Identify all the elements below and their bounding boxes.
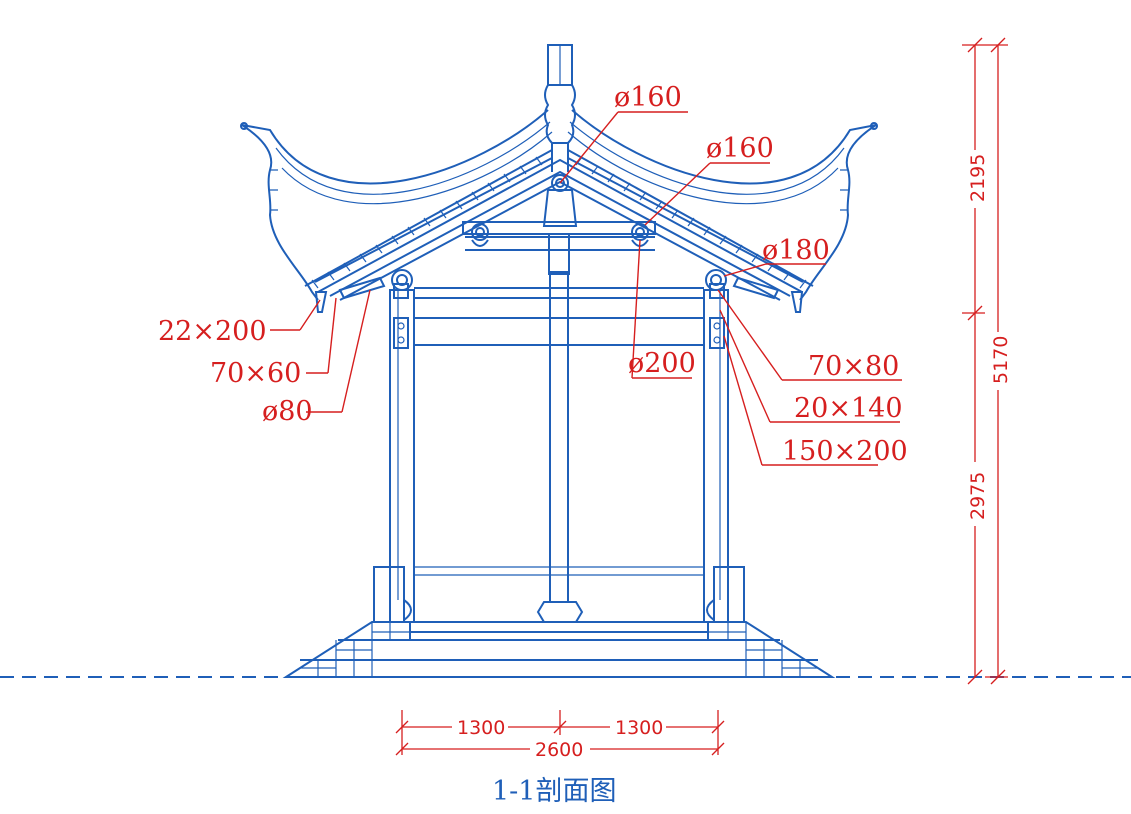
horizontal-dimensions: 1300 1300 2600 [395, 710, 725, 761]
drawing-title: 1-1剖面图 [492, 776, 616, 807]
purlins [391, 174, 727, 291]
base-platform [282, 621, 836, 678]
roof-truss [317, 158, 803, 301]
column-bases [373, 566, 745, 623]
callout-ridge-purlin: ø160 [614, 82, 682, 113]
brackets [393, 283, 725, 349]
beams [414, 221, 704, 346]
columns [389, 271, 729, 623]
callout-beam-150x200: 150×200 [782, 436, 908, 467]
dim-total-height: 5170 [990, 336, 1012, 384]
callout-purlin: ø160 [706, 133, 774, 164]
dim-lower-height: 2975 [967, 472, 989, 520]
callout-eave-purlin: ø180 [762, 235, 830, 266]
ridge-ornament [544, 44, 576, 172]
vertical-dimensions: 2195 5170 2975 [962, 37, 1012, 685]
callout-labels: ø160 ø160 ø180 ø200 22×200 70×60 ø80 70×… [158, 82, 908, 467]
callout-member-70x80: 70×80 [808, 351, 899, 382]
dim-upper-height: 2195 [967, 154, 989, 202]
callout-beam: ø200 [628, 348, 696, 379]
curved-roof [240, 109, 878, 301]
pavilion-structure [240, 44, 878, 678]
callout-leaders [270, 111, 902, 466]
dim-total-width: 2600 [535, 739, 583, 761]
dim-right-bay: 1300 [615, 717, 663, 739]
dim-left-bay: 1300 [457, 717, 505, 739]
callout-rafter-dia80: ø80 [262, 396, 313, 427]
callout-board-20x140: 20×140 [794, 393, 903, 424]
callout-board-22x200: 22×200 [158, 316, 267, 347]
callout-rafter-70x60: 70×60 [210, 358, 301, 389]
